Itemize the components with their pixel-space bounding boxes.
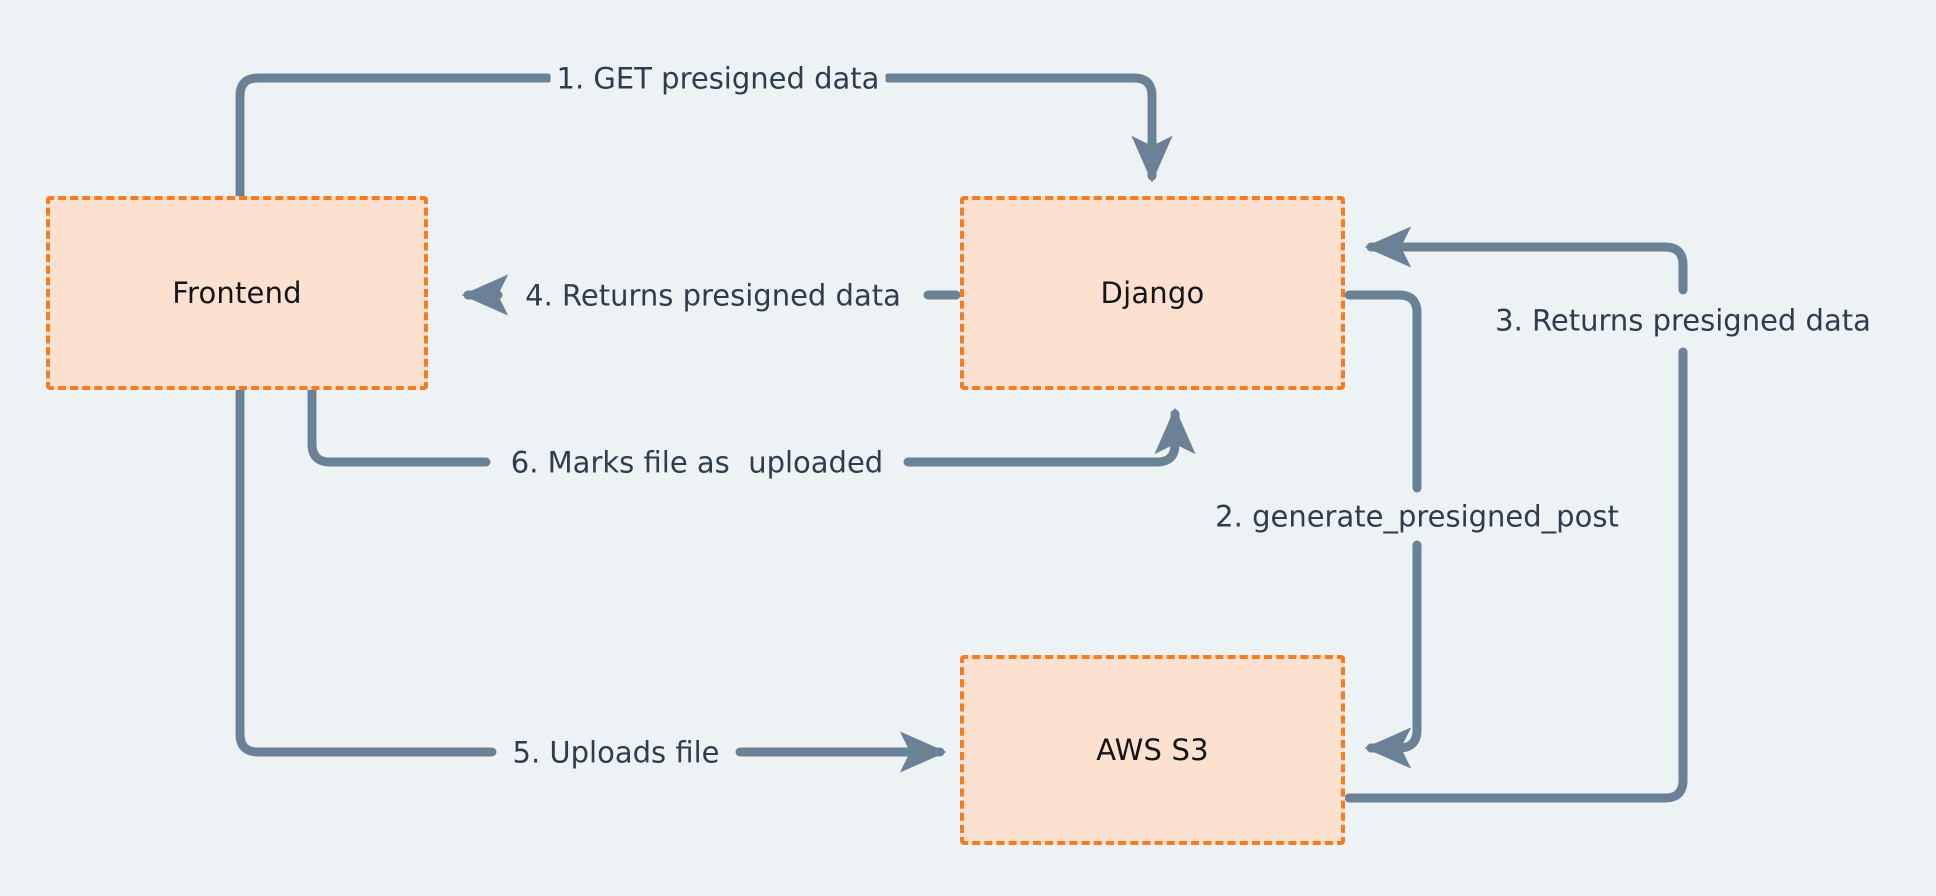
edge-path-5: [235, 385, 497, 757]
edge-path-3b: [1364, 226, 1688, 295]
node-frontend[interactable]: Frontend: [46, 196, 428, 390]
edge-path-1b: [883, 73, 1173, 183]
node-aws-s3-label: AWS S3: [1096, 733, 1209, 767]
edge-label-6: 6. Marks file as uploaded: [504, 448, 890, 478]
node-django[interactable]: Django: [960, 196, 1345, 390]
edge-path-3: [1344, 347, 1688, 803]
edge-path-6: [307, 385, 491, 467]
edge-path-2: [1344, 290, 1422, 493]
node-django-label: Django: [1100, 276, 1205, 310]
edge-path-1: [235, 73, 553, 201]
edge-label-3: 3. Returns presigned data: [1489, 306, 1877, 336]
edge-label-5: 5. Uploads file: [506, 738, 726, 768]
edge-label-1: 1. GET presigned data: [550, 64, 886, 94]
edge-label-2: 2. generate_presigned_post: [1209, 502, 1625, 532]
edge-path-6b: [903, 407, 1196, 467]
edge-label-4: 4. Returns presigned data: [519, 281, 907, 311]
node-aws-s3[interactable]: AWS S3: [960, 655, 1345, 845]
edge-path-2b: [1364, 540, 1422, 769]
node-frontend-label: Frontend: [172, 276, 302, 310]
